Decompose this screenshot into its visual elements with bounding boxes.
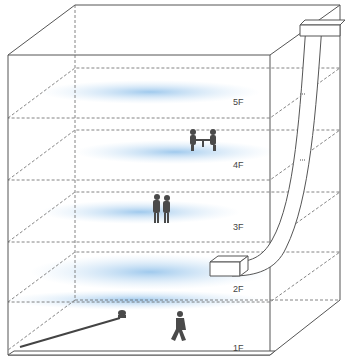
- air-zone: [40, 80, 260, 104]
- air-duct: [210, 20, 345, 276]
- person-figure: [118, 129, 216, 341]
- floor-slab: [8, 5, 340, 350]
- base-slab: [8, 318, 275, 355]
- floor-label: 3F: [233, 222, 244, 232]
- air-zone: [75, 140, 275, 164]
- air-zone: [40, 200, 240, 224]
- floor-label: 2F: [233, 284, 244, 294]
- floor-label: 5F: [233, 97, 244, 107]
- floor-label: 1F: [233, 343, 244, 353]
- building-outline: [8, 5, 340, 355]
- floor-label: 4F: [233, 160, 244, 170]
